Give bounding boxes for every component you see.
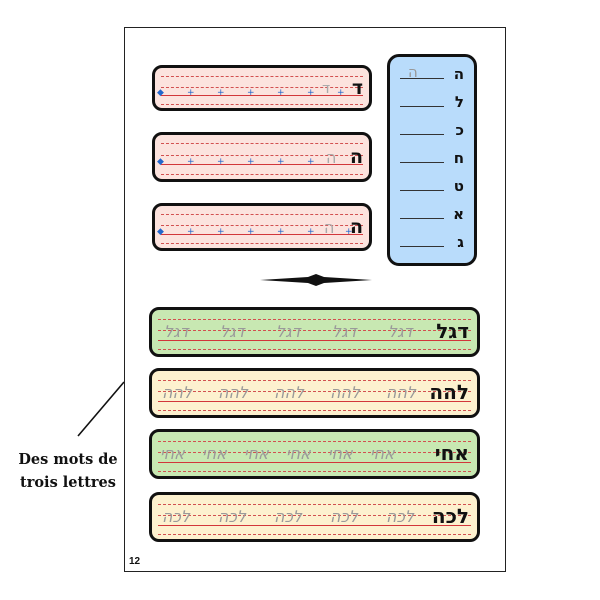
alphabet-letter: ה bbox=[453, 65, 464, 83]
word-row-1: דגל דגל דגל דגל דגל דגל bbox=[149, 307, 480, 357]
letter-row-2: ◆ + + + + + ה ה bbox=[152, 132, 372, 182]
word-model: אחי bbox=[434, 441, 469, 465]
word-trace: אחי bbox=[160, 444, 185, 463]
word-trace: להה bbox=[162, 383, 192, 402]
word-model: לכה bbox=[431, 504, 469, 528]
alphabet-letter: ח bbox=[453, 149, 464, 167]
word-trace: לכה bbox=[274, 507, 303, 526]
alphabet-box: ה ה ל כ ח ט א ג bbox=[387, 54, 477, 266]
alphabet-letter: כ bbox=[455, 121, 465, 139]
letter-model: ה bbox=[349, 146, 363, 168]
letter-row-1: ◆ + + + + + + ד ד bbox=[152, 65, 372, 111]
page-number: 12 bbox=[129, 556, 141, 567]
word-trace: להה bbox=[218, 383, 248, 402]
word-trace: דגל bbox=[388, 322, 413, 341]
word-trace: אחי bbox=[370, 444, 395, 463]
word-trace: אחי bbox=[244, 444, 269, 463]
alphabet-letter: ל bbox=[454, 93, 464, 111]
alphabet-row: כ bbox=[400, 121, 466, 143]
word-trace: דגל bbox=[276, 322, 301, 341]
word-trace: להה bbox=[274, 383, 304, 402]
word-row-4: לכה לכה לכה לכה לכה לכה bbox=[149, 492, 480, 542]
letter-row-3: ◆ + + + + + + ה ה bbox=[152, 203, 372, 251]
word-trace: דגל bbox=[220, 322, 245, 341]
word-model: דגל bbox=[436, 319, 469, 343]
word-row-3: אחי אחי אחי אחי אחי אחי אחי bbox=[149, 429, 480, 479]
annotation-line-1: Des mots de bbox=[18, 451, 118, 468]
letter-trace: ד bbox=[322, 79, 331, 97]
alphabet-row: ה ה bbox=[400, 63, 466, 87]
word-trace: אחי bbox=[286, 444, 311, 463]
word-trace: אחי bbox=[328, 444, 353, 463]
word-trace: להה bbox=[386, 383, 416, 402]
decorative-arrow-icon bbox=[260, 274, 372, 286]
alphabet-row: א bbox=[400, 205, 466, 227]
annotation-label: Des mots de trois lettres bbox=[18, 448, 118, 494]
word-trace: אחי bbox=[202, 444, 227, 463]
alphabet-row: ג bbox=[400, 233, 466, 255]
word-trace: לכה bbox=[330, 507, 359, 526]
word-trace: להה bbox=[330, 383, 360, 402]
annotation-line-2: trois lettres bbox=[20, 474, 116, 491]
alphabet-row: ל bbox=[400, 93, 466, 115]
word-trace: דגל bbox=[332, 322, 357, 341]
word-model: להה bbox=[429, 380, 469, 404]
alphabet-letter: ג bbox=[457, 233, 464, 251]
word-trace: לכה bbox=[386, 507, 415, 526]
alphabet-row: ט bbox=[400, 177, 466, 199]
word-row-2: להה להה להה להה להה להה bbox=[149, 368, 480, 418]
letter-model: ד bbox=[351, 77, 363, 99]
alphabet-row: ח bbox=[400, 149, 466, 171]
alphabet-trace: ה bbox=[408, 63, 418, 81]
word-trace: לכה bbox=[162, 507, 191, 526]
worksheet-page: ◆ + + + + + + ד ד ◆ + + + + + ה ה ◆ + + … bbox=[124, 27, 506, 572]
word-trace: לכה bbox=[218, 507, 247, 526]
letter-trace: ה bbox=[326, 148, 337, 167]
alphabet-letter: ט bbox=[453, 177, 464, 195]
word-trace: דגל bbox=[164, 322, 189, 341]
letter-model: ה bbox=[349, 216, 363, 238]
letter-trace: ה bbox=[324, 218, 335, 237]
alphabet-letter: א bbox=[453, 205, 464, 223]
